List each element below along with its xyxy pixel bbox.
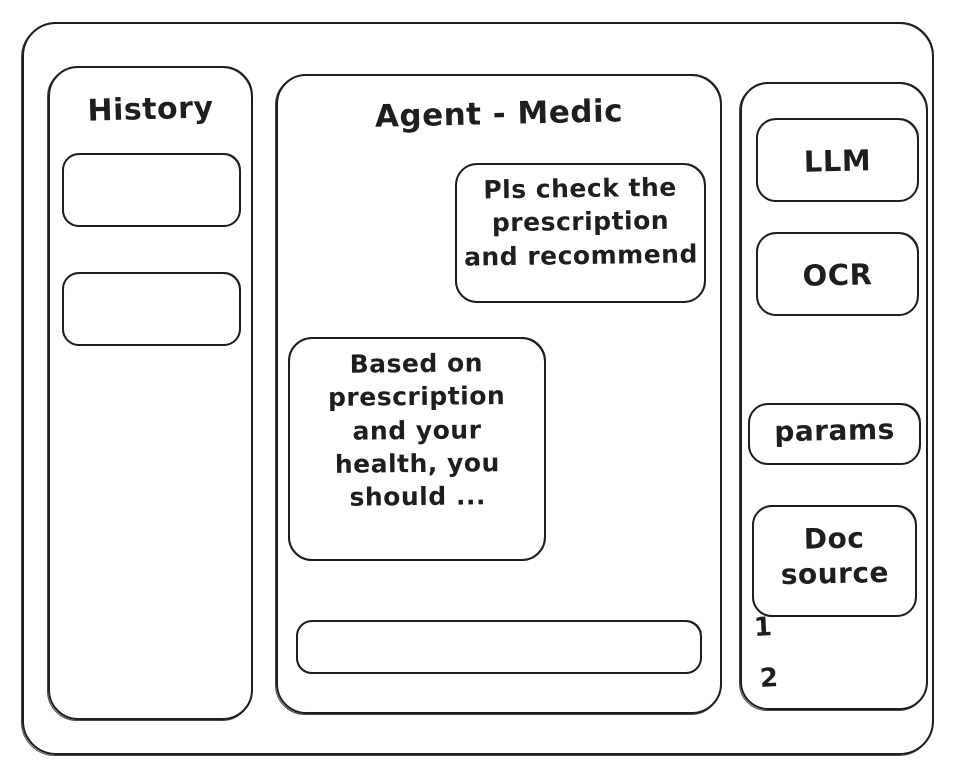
tool-button-doc-source[interactable] xyxy=(752,505,917,617)
tool-button-llm[interactable] xyxy=(756,118,919,202)
history-list-item[interactable] xyxy=(62,153,241,227)
message-input[interactable] xyxy=(296,620,702,674)
assistant-message-bubble xyxy=(288,337,546,561)
user-message-bubble xyxy=(455,163,706,303)
tool-button-ocr[interactable] xyxy=(756,232,919,316)
tool-button-params[interactable] xyxy=(748,403,921,465)
history-list-item[interactable] xyxy=(62,272,241,346)
